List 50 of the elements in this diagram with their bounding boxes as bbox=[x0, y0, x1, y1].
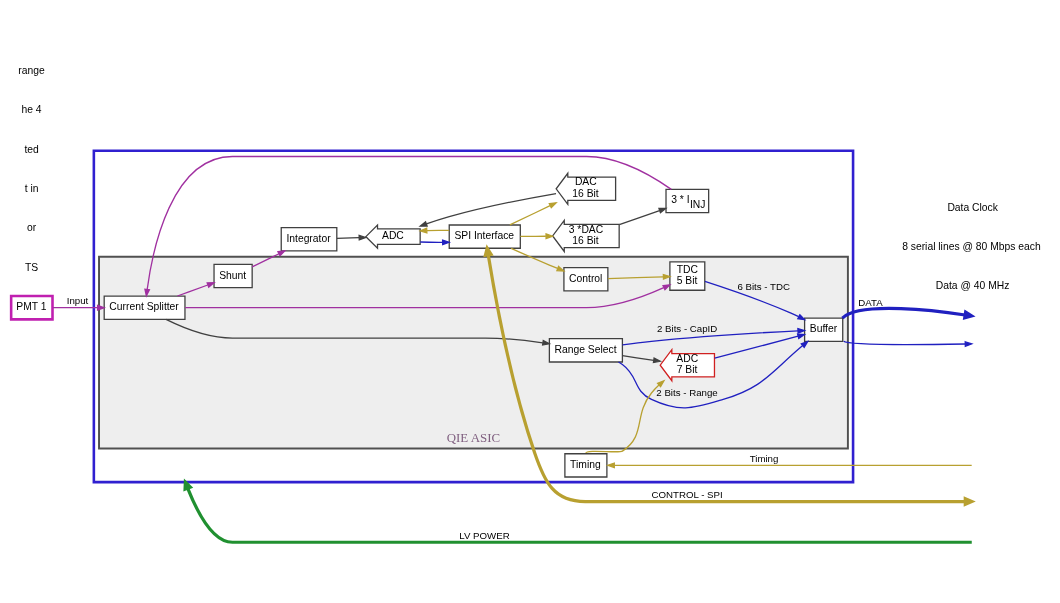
node-box: Range Select bbox=[548, 338, 624, 363]
label: or bbox=[26, 222, 37, 234]
arrow bbox=[418, 227, 450, 234]
label: Data Clock bbox=[947, 201, 998, 213]
edge-label: Input bbox=[66, 295, 89, 307]
arrow bbox=[605, 462, 973, 469]
node-box: Current Splitter bbox=[103, 295, 186, 320]
arrow bbox=[510, 247, 566, 272]
arrow bbox=[519, 233, 555, 240]
edge-label: LV POWER bbox=[459, 530, 510, 542]
arrow bbox=[183, 478, 972, 544]
arrow bbox=[176, 282, 216, 297]
arrow bbox=[52, 304, 106, 311]
arrow bbox=[419, 239, 452, 246]
arrow bbox=[621, 327, 807, 346]
node-box: SPI Interface bbox=[448, 224, 521, 249]
label: Data @ 40 MHz bbox=[935, 280, 1010, 292]
arrow bbox=[165, 318, 552, 346]
arrow bbox=[144, 155, 672, 298]
edge-label: 6 Bits - TDC bbox=[737, 280, 790, 292]
edge-label: Timing bbox=[749, 453, 779, 465]
label: 8 serial lines @ 80 Mbps each bbox=[902, 241, 1041, 253]
node-box: PMT 1 bbox=[9, 294, 54, 321]
arrow bbox=[621, 355, 663, 364]
label: TS bbox=[25, 261, 39, 273]
node-box: Integrator bbox=[280, 226, 338, 252]
edge-label: DATA bbox=[858, 296, 883, 308]
edge-label: CONTROL - SPI bbox=[651, 489, 723, 501]
arrow bbox=[607, 273, 672, 280]
label: t in bbox=[24, 182, 39, 194]
node-box: TDC 5 Bit bbox=[669, 261, 706, 291]
arrow bbox=[251, 250, 287, 268]
node-box: Timing bbox=[564, 453, 608, 478]
arrow bbox=[714, 333, 807, 359]
arrow bbox=[618, 207, 668, 226]
arrow bbox=[617, 340, 810, 409]
node-box: Buffer bbox=[803, 317, 844, 342]
node-box: Shunt bbox=[213, 263, 253, 289]
arrow bbox=[336, 234, 368, 241]
label: ted bbox=[24, 143, 39, 155]
edge-label: 2 Bits - Range bbox=[656, 387, 718, 399]
edge-label: 2 Bits - CapID bbox=[656, 323, 718, 335]
cluster bbox=[92, 149, 855, 484]
arrow bbox=[509, 201, 558, 226]
label: range bbox=[18, 64, 45, 76]
arrow bbox=[184, 284, 672, 309]
node-box: Control bbox=[563, 267, 609, 292]
arrow bbox=[704, 280, 807, 321]
arrow bbox=[418, 192, 557, 227]
label: he 4 bbox=[21, 104, 42, 116]
